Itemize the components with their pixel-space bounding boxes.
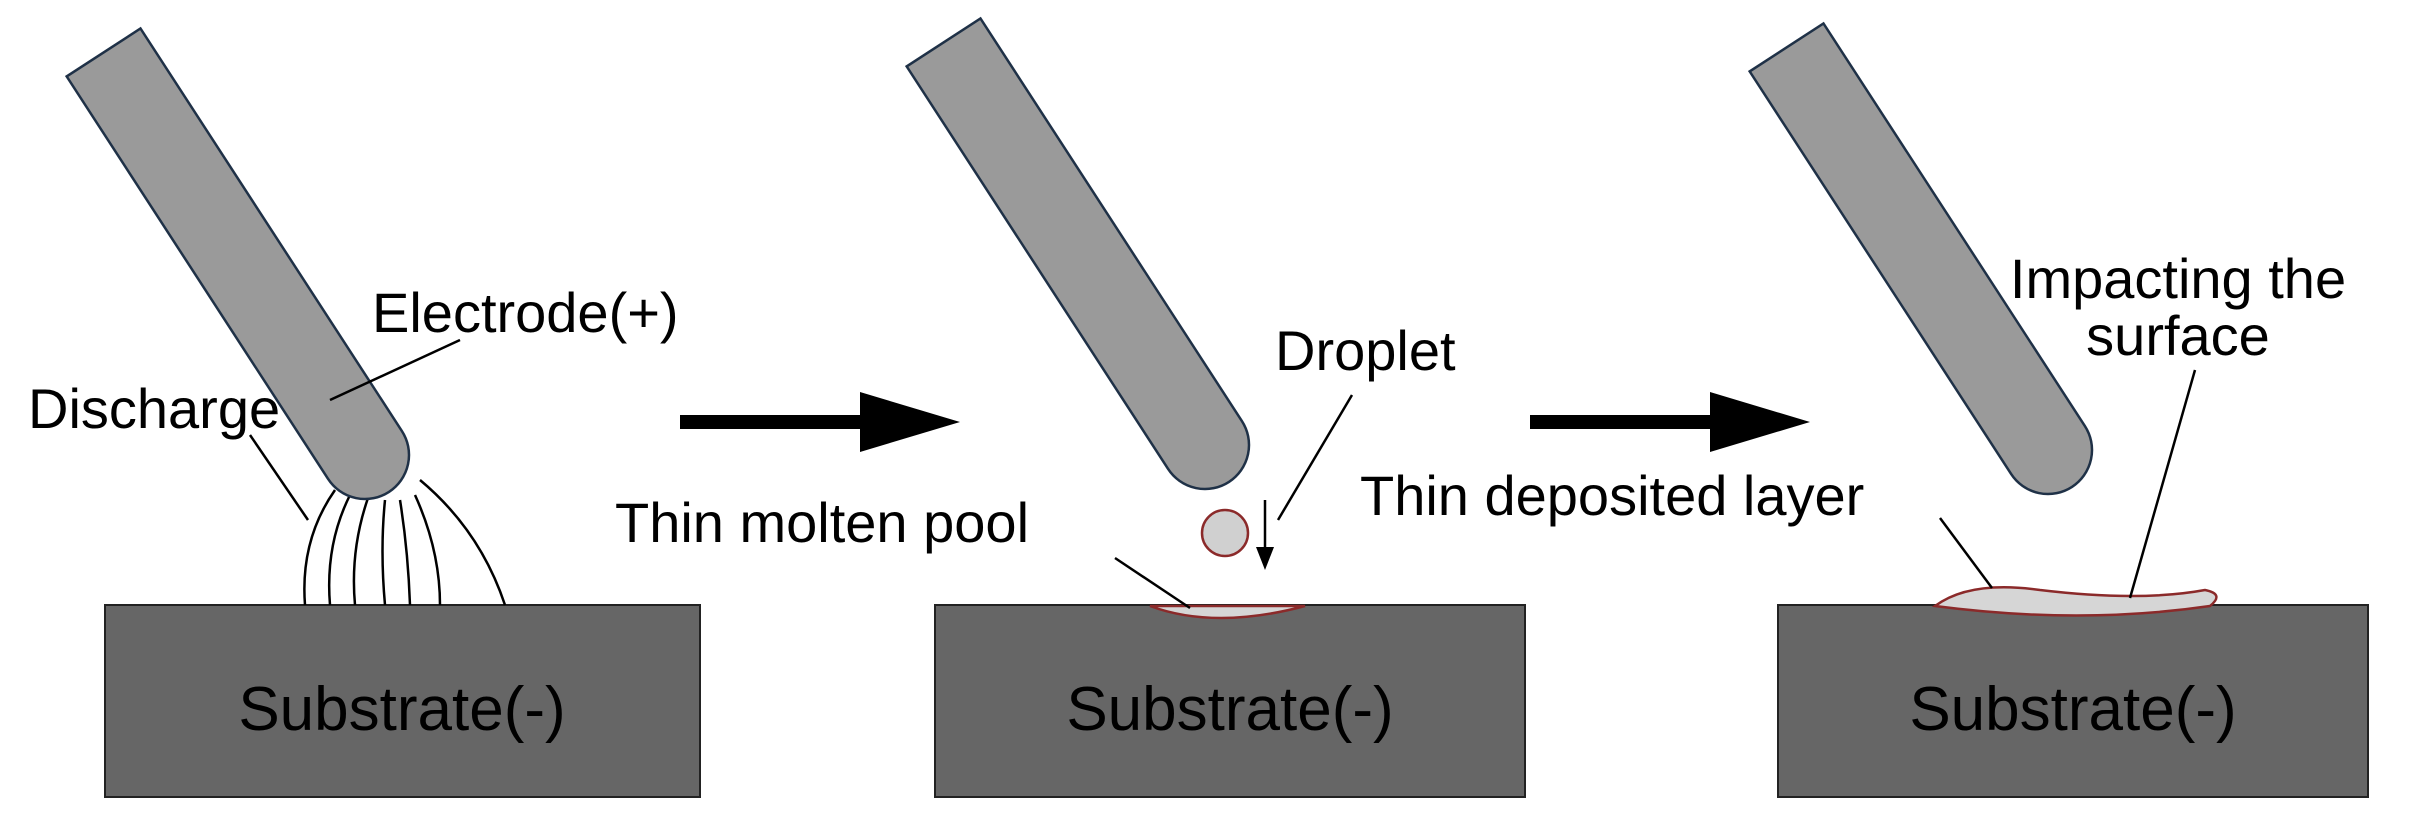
- substrate-label: Substrate(-): [238, 675, 565, 744]
- deposited-layer: [1931, 585, 2218, 617]
- impact-label-line1: Impacting the: [2010, 247, 2346, 310]
- discharge-label: Discharge: [28, 377, 280, 440]
- discharge-arcs: [303, 479, 507, 606]
- pool-leader: [1114, 556, 1191, 610]
- panel-impact: Substrate(-) Impacting the surface Thin …: [1360, 21, 2369, 798]
- pool-label: Thin molten pool: [615, 491, 1029, 554]
- electrode-leader: [329, 338, 461, 402]
- droplet: [1200, 508, 1250, 558]
- layer-label: Thin deposited layer: [1360, 464, 1864, 527]
- droplet-label: Droplet: [1275, 319, 1456, 382]
- droplet-leader: [1276, 394, 1354, 521]
- electrode: [1747, 21, 2094, 496]
- substrate-block: [1777, 604, 2369, 798]
- substrate-block: [104, 604, 701, 798]
- impact-leader: [2128, 369, 2197, 599]
- electrode-label: Electrode(+): [372, 281, 679, 344]
- impact-label-line2: surface: [2086, 304, 2270, 367]
- process-arrow-1: [680, 392, 960, 452]
- panel-droplet: Substrate(-) Droplet Thin molten pool: [615, 16, 1526, 798]
- substrate-label: Substrate(-): [1066, 675, 1393, 744]
- panel-discharge: Substrate(-) Electrode(+) Discharge: [28, 26, 701, 798]
- process-arrow-2: [1530, 392, 1810, 452]
- layer-leader: [1938, 517, 1994, 589]
- electrode: [64, 26, 411, 501]
- molten-pool: [1149, 604, 1306, 620]
- droplet-fall-arrow: [1256, 500, 1274, 570]
- discharge-leader: [248, 434, 310, 521]
- electrode: [904, 16, 1251, 491]
- substrate-label: Substrate(-): [1909, 675, 2236, 744]
